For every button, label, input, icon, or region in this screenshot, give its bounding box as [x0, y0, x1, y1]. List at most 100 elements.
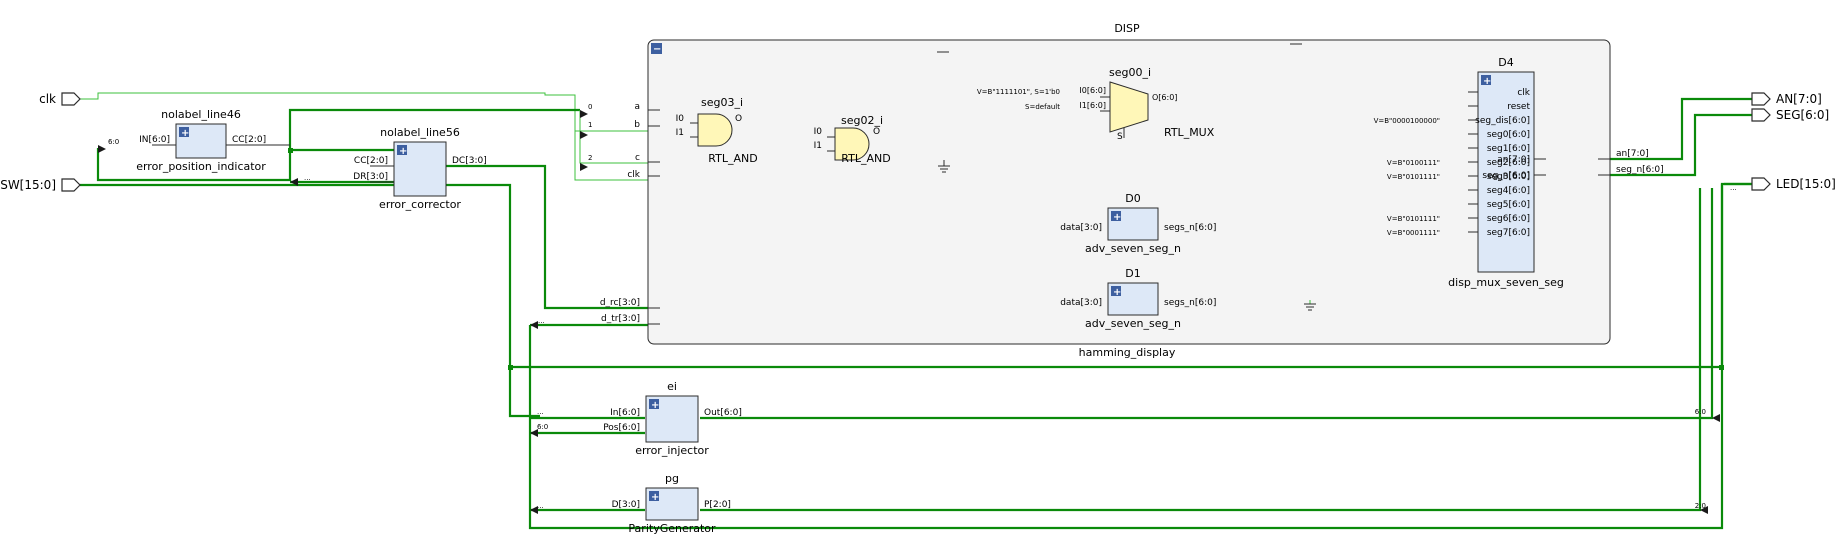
mux-const-value: V=B"1111101", S=1'b0: [977, 88, 1060, 96]
pin-segs-n: segs_n[6:0]: [1164, 223, 1216, 233]
pin-segs-n: segs_n[6:0]: [1164, 298, 1216, 308]
block-error-corrector[interactable]: nolabel_line56 + CC[2:0] DR[3:0] DC[3:0]…: [290, 126, 487, 211]
gate-type-name: RTL_AND: [841, 152, 890, 165]
expand-icon[interactable]: [179, 127, 189, 137]
block-parity-generator[interactable]: pg + D[3:0] P[2:0] ParityGenerator ... 2…: [530, 472, 1708, 535]
expand-icon[interactable]: [1481, 75, 1491, 85]
input-arrow-icon: [1712, 414, 1720, 422]
bus-range-label: ...: [538, 317, 545, 325]
collapse-icon[interactable]: [651, 43, 662, 54]
bit-label-1: 1: [588, 121, 592, 129]
gate-instance-name: seg02_i: [841, 114, 883, 127]
pin-in: In[6:0]: [610, 408, 640, 418]
pin-d-rc: d_rc[3:0]: [600, 298, 640, 308]
block-instance-name: DISP: [1114, 22, 1140, 35]
bus-range-label: ...: [1730, 184, 1737, 192]
pin-out: CC[2:0]: [232, 135, 266, 145]
port-an[interactable]: AN[7:0]: [1751, 92, 1822, 106]
expand-icon[interactable]: [1111, 211, 1121, 221]
pin-clk: clk: [627, 170, 640, 180]
block-error-position-indicator[interactable]: nolabel_line46 + IN[6:0] CC[2:0] error_p…: [98, 108, 290, 173]
bus-range-label: ...: [304, 174, 311, 182]
block-instance-name: ei: [667, 380, 677, 393]
d4-const-value: V=B"0001111": [1387, 229, 1440, 237]
gate-instance-name: seg03_i: [701, 96, 743, 109]
d4-input-label: seg1[6:0]: [1487, 144, 1530, 154]
port-sw-label: SW[15:0]: [0, 178, 56, 192]
pin-d: D[3:0]: [612, 500, 640, 510]
expand-icon[interactable]: [397, 145, 407, 155]
plus-icon: +: [651, 400, 659, 411]
port-sw[interactable]: SW[15:0]: [0, 178, 81, 192]
bus-range-label: ...: [537, 408, 544, 416]
block-instance-name: D4: [1498, 56, 1513, 69]
block-type-name: error_injector: [635, 444, 709, 457]
d4-input-label: seg3[6:0]: [1487, 172, 1530, 182]
gate-seg03-and[interactable]: seg03_i I0 I1 O RTL_AND: [676, 96, 758, 165]
bit-label-2: 2: [588, 154, 592, 162]
block-instance-name: pg: [665, 472, 679, 485]
d4-input-label: seg_dis[6:0]: [1475, 116, 1530, 126]
block-type-name: hamming_display: [1079, 346, 1176, 359]
port-led[interactable]: LED[15:0]: [1751, 177, 1836, 191]
expand-icon[interactable]: [649, 491, 659, 501]
block-instance-name: D0: [1125, 192, 1140, 205]
d4-const-value: V=B"0000100000": [1374, 117, 1440, 125]
mux-instance-name: seg00_i: [1109, 66, 1151, 79]
mux-seg00[interactable]: seg00_i I0[6:0] I1[6:0] O[6:0] S RTL_MUX…: [977, 66, 1215, 142]
pin-i1: I1: [814, 141, 822, 151]
pin-o: O: [735, 114, 742, 124]
d4-input-label: seg5[6:0]: [1487, 200, 1530, 210]
bus-range-label: ...: [537, 502, 544, 510]
input-arrow-icon: [98, 145, 106, 153]
block-d0[interactable]: D0 + data[3:0] segs_n[6:0] adv_seven_seg…: [1060, 192, 1216, 255]
minus-icon: −: [653, 44, 661, 55]
pin-cc: CC[2:0]: [354, 156, 388, 166]
block-hamming-display[interactable]: DISP − hamming_display a b c clk d_rc[3:…: [530, 22, 1737, 359]
block-instance-name: nolabel_line56: [380, 126, 460, 139]
expand-icon[interactable]: [1111, 286, 1121, 296]
block-d1[interactable]: D1 + data[3:0] segs_n[6:0] adv_seven_seg…: [1060, 267, 1216, 330]
bus-range-label: 6:0: [1695, 408, 1706, 416]
pin-a: a: [634, 102, 640, 112]
d4-input-label: seg0[6:0]: [1487, 130, 1530, 140]
block-type-name: adv_seven_seg_n: [1085, 242, 1181, 255]
bus-range-label: 2:0: [1695, 502, 1706, 510]
block-error-injector[interactable]: ei + In[6:0] Pos[6:0] Out[6:0] error_inj…: [530, 380, 1720, 457]
pin-pos: Pos[6:0]: [603, 423, 640, 433]
pin-out: Out[6:0]: [704, 408, 742, 418]
port-led-label: LED[15:0]: [1776, 177, 1836, 191]
ground-icon: [1304, 300, 1316, 311]
input-arrow-icon: [530, 506, 538, 514]
block-type-name: error_corrector: [379, 198, 461, 211]
block-d4[interactable]: D4 + clkresetseg_dis[6:0]V=B"0000100000"…: [1374, 56, 1564, 289]
port-clk[interactable]: clk: [39, 92, 81, 106]
pin-in: IN[6:0]: [139, 135, 170, 145]
input-arrow-icon: [580, 163, 588, 171]
port-seg[interactable]: SEG[6:0]: [1751, 108, 1829, 122]
gate-seg02-and[interactable]: seg02_i I0 I1 O RTL_AND: [814, 114, 891, 165]
port-an-label: AN[7:0]: [1776, 92, 1822, 106]
expand-icon[interactable]: [649, 399, 659, 409]
mux-type-name: RTL_MUX: [1164, 126, 1215, 139]
d4-const-value: V=B"0101111": [1387, 173, 1440, 181]
pin-o: O: [873, 127, 880, 137]
plus-icon: +: [1113, 287, 1121, 298]
hierarchy-frame: [647, 39, 1611, 345]
d4-input-label: seg4[6:0]: [1487, 186, 1530, 196]
pin-dr: DR[3:0]: [353, 172, 388, 182]
pin-seg-n: seg_n[6:0]: [1482, 171, 1530, 181]
plus-icon: +: [1113, 212, 1121, 223]
pin-i1: I1[6:0]: [1079, 101, 1106, 110]
bus-range-label: 6:0: [537, 423, 548, 431]
block-type-name: error_position_indicator: [136, 160, 266, 173]
block-type-name: ParityGenerator: [628, 522, 716, 535]
pin-seg-n: seg_n[6:0]: [1616, 165, 1664, 175]
input-arrow-icon: [580, 131, 588, 139]
pin-o: O[6:0]: [1152, 93, 1177, 102]
block-instance-name: D1: [1125, 267, 1140, 280]
pin-i0: I0[6:0]: [1079, 86, 1106, 95]
d4-input-pins: clkresetseg_dis[6:0]V=B"0000100000"seg0[…: [1374, 88, 1531, 238]
input-arrow-icon: [290, 178, 298, 186]
